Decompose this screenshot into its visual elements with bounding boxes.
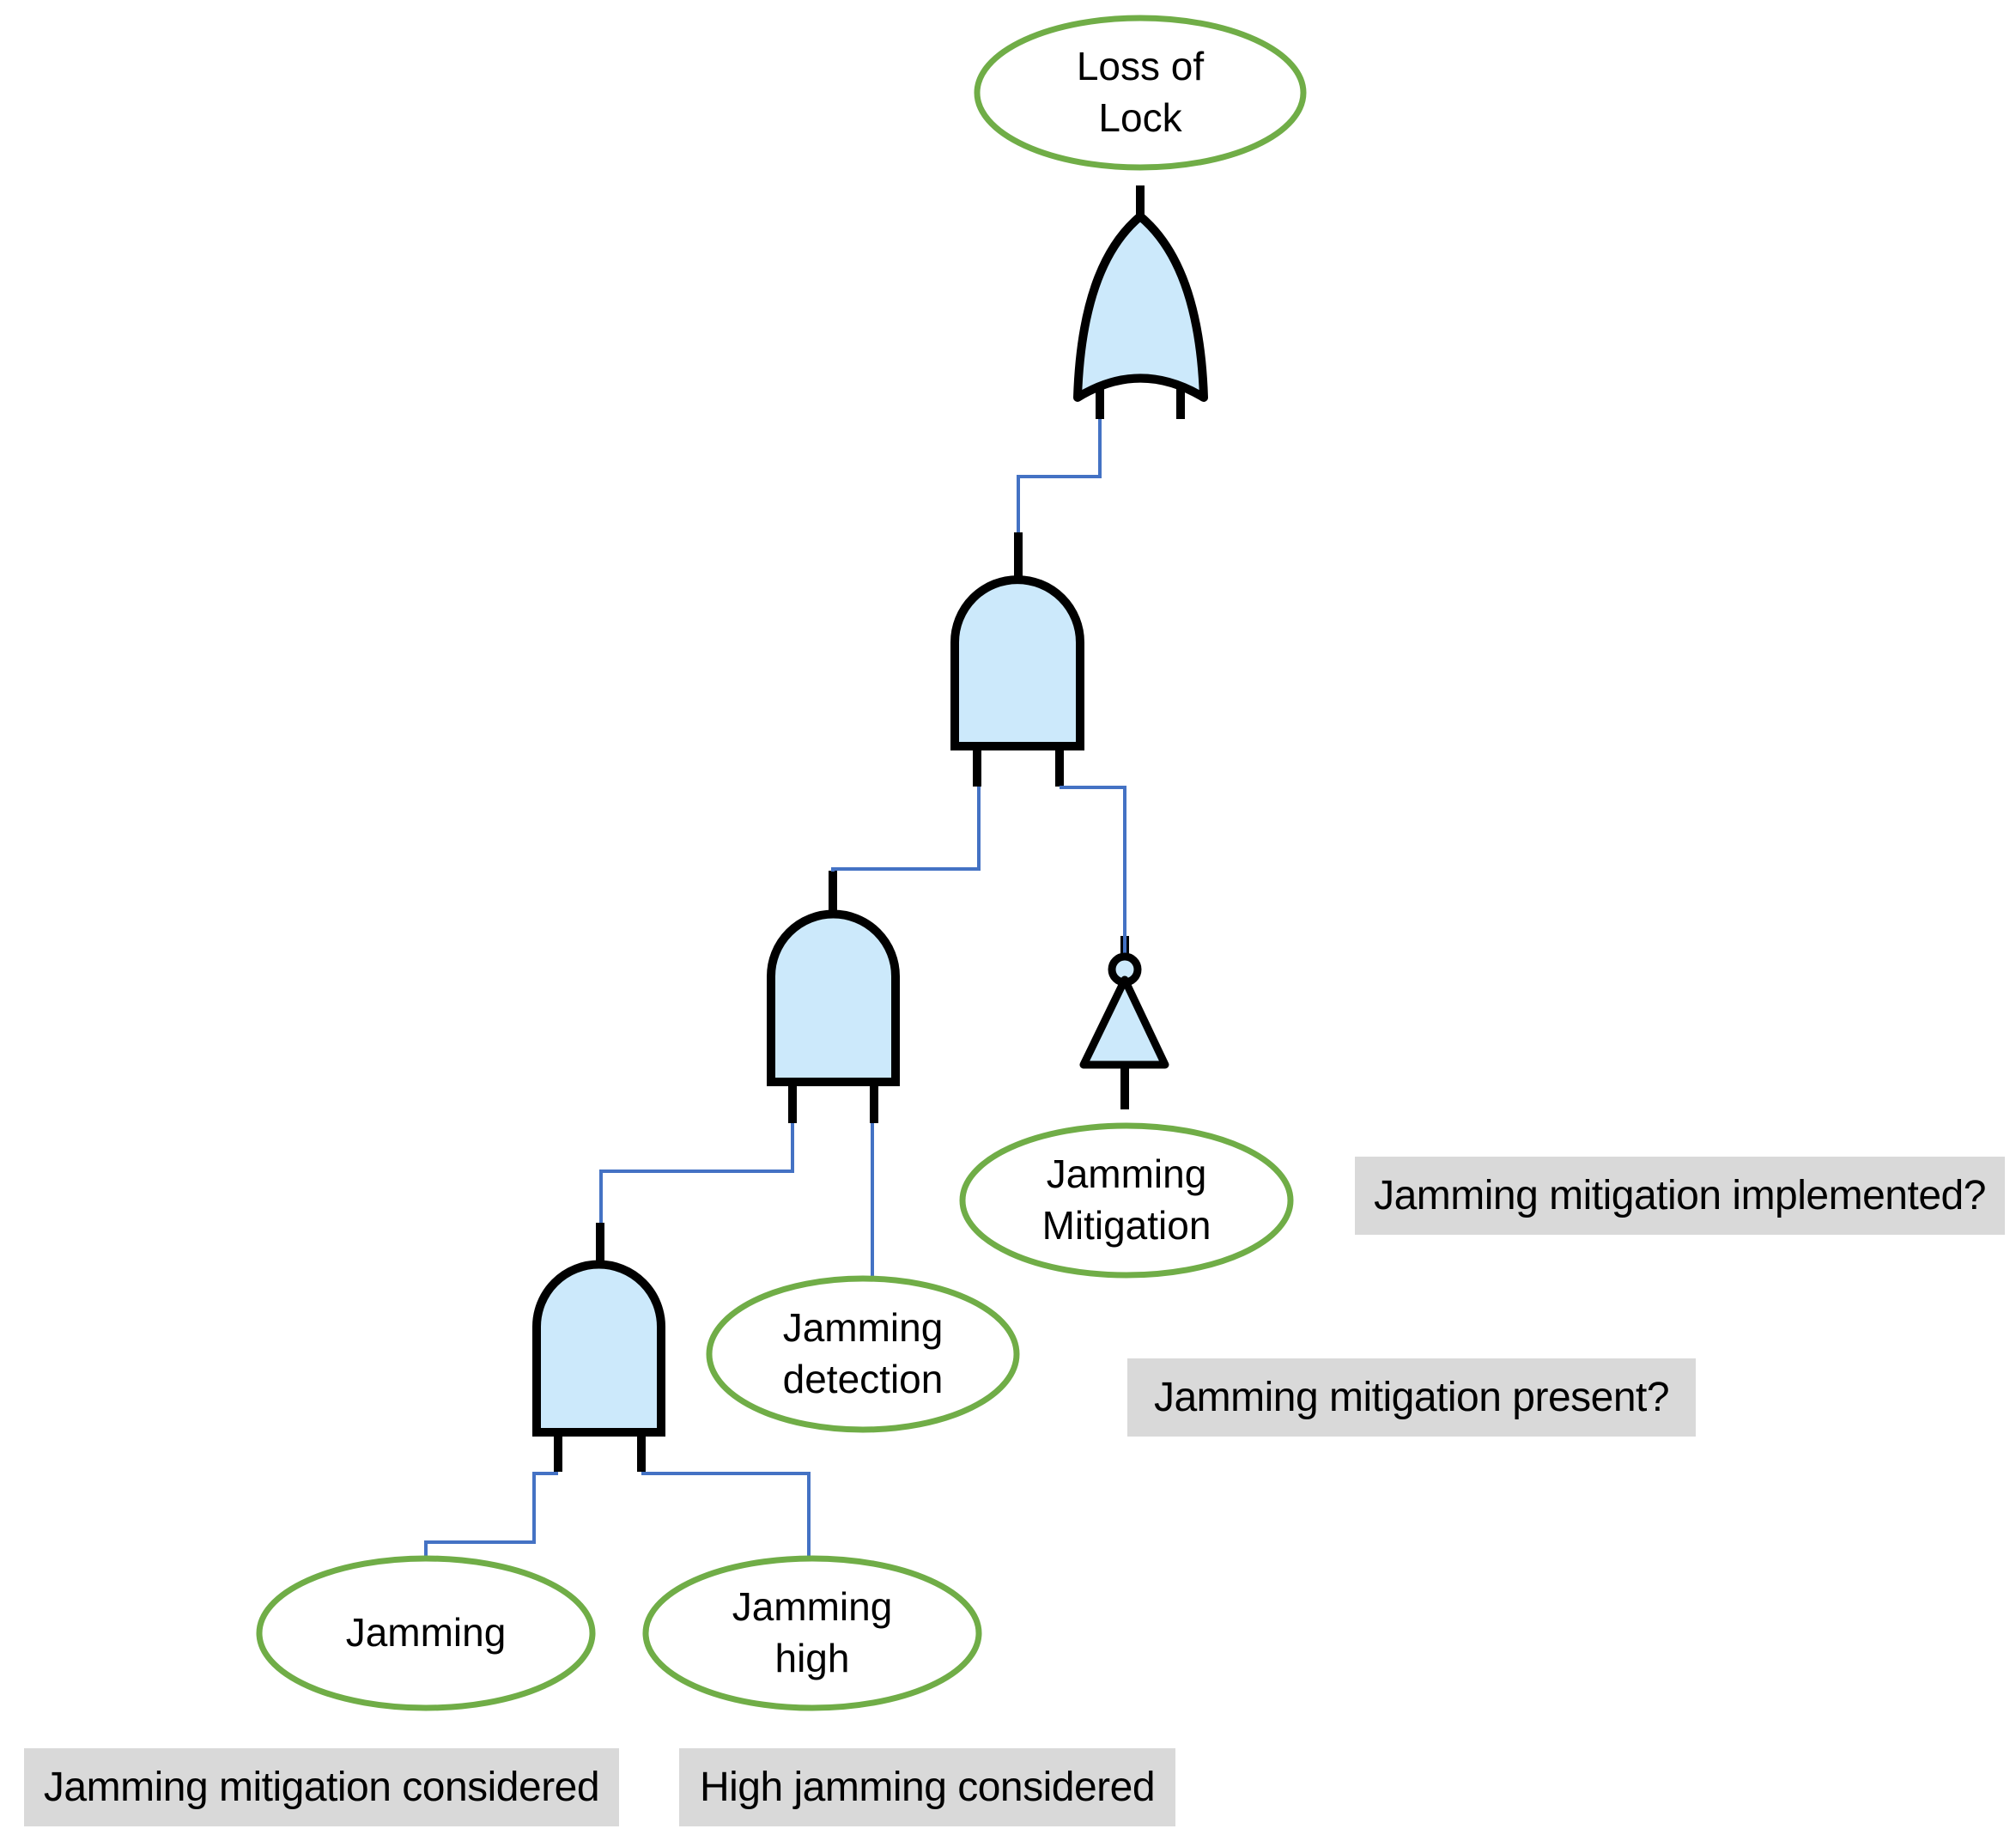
connector-and1-to-not (1060, 786, 1126, 955)
label-jamming-high: Jamming high (732, 1584, 893, 1680)
annotation-jamming-mitigation-implemented: Jamming mitigation implemented? (1355, 1157, 2005, 1235)
not-gate-triangle (1079, 975, 1169, 1069)
not-gate (1079, 952, 1169, 1069)
connector-and2-to-and3 (599, 1123, 794, 1223)
label-jamming: Jamming (345, 1610, 507, 1656)
annotation-jamming-mitigation-present: Jamming mitigation present? (1127, 1358, 1696, 1437)
connector-and3-to-jamming (424, 1472, 558, 1560)
label-jamming-mitigation: Jamming Mitigation (1041, 1151, 1211, 1248)
connector-and3-to-jamming-high (641, 1472, 811, 1560)
ellipse-jamming (256, 1555, 596, 1711)
annotation-jamming-mitigation-considered: Jamming mitigation considered (24, 1748, 619, 1826)
ellipse-jamming-detection (706, 1275, 1020, 1433)
event-ellipses (256, 15, 1307, 1711)
ellipse-jamming-high (642, 1555, 982, 1711)
gate-stubs (554, 185, 1185, 1472)
connector-and1-to-and2 (831, 787, 981, 872)
and-gate-3 (532, 1260, 665, 1437)
and-gate-1 (950, 575, 1084, 750)
ellipse-jamming-mitigation (959, 1122, 1294, 1279)
ellipse-loss-of-lock (974, 15, 1307, 171)
connector-or-to-and1 (1017, 419, 1102, 532)
label-jamming-detection: Jamming detection (782, 1305, 944, 1401)
or-gate (1073, 212, 1208, 402)
and-gate-2 (767, 909, 900, 1086)
label-loss-of-lock: Loss of Lock (1076, 44, 1205, 140)
connector-lines (424, 419, 1126, 1560)
annotation-high-jamming-considered: High jamming considered (679, 1748, 1175, 1826)
